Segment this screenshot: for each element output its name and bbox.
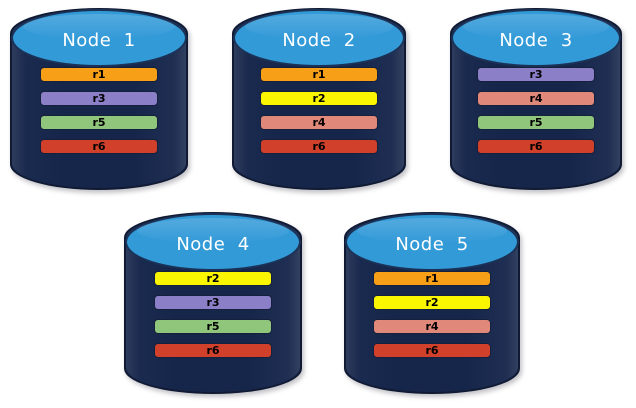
replica-label: r4	[529, 92, 543, 105]
replica-label: r6	[425, 344, 439, 357]
database-node[interactable]: Node 2 r1 r2 r4 r6	[232, 8, 406, 190]
replica-label: r2	[312, 92, 326, 105]
database-node[interactable]: Node 3 r3 r4 r5 r6	[450, 8, 622, 190]
replica-bar[interactable]: r5	[154, 319, 272, 334]
replica-bar[interactable]: r6	[260, 139, 378, 154]
node-label: Node 4	[176, 234, 250, 255]
node-label: Node 3	[499, 30, 573, 51]
replica-bar[interactable]: r6	[477, 139, 595, 154]
replica-label: r5	[529, 116, 543, 129]
replica-bar[interactable]: r6	[40, 139, 158, 154]
replica-bar[interactable]: r6	[373, 343, 491, 358]
replica-label: r3	[206, 296, 220, 309]
replica-label: r3	[92, 92, 106, 105]
replica-list: r1 r3 r5 r6	[10, 67, 188, 154]
node-label: Node 2	[282, 30, 356, 51]
replica-label: r3	[529, 68, 543, 81]
replica-bar[interactable]: r4	[477, 91, 595, 106]
node-label: Node 1	[62, 30, 136, 51]
replica-bar[interactable]: r5	[40, 115, 158, 130]
node-label: Node 5	[395, 234, 469, 255]
replica-bar[interactable]: r4	[373, 319, 491, 334]
replica-label: r5	[206, 320, 220, 333]
database-node[interactable]: Node 4 r2 r3 r5 r6	[124, 212, 302, 394]
replica-label: r6	[529, 140, 543, 153]
replica-bar[interactable]: r2	[373, 295, 491, 310]
replica-label: r2	[206, 272, 220, 285]
replica-bar[interactable]: r4	[260, 115, 378, 130]
replica-list: r1 r2 r4 r6	[344, 271, 520, 358]
database-node[interactable]: Node 5 r1 r2 r4 r6	[344, 212, 520, 394]
replica-bar[interactable]: r2	[154, 271, 272, 286]
replica-label: r1	[92, 68, 106, 81]
database-node[interactable]: Node 1 r1 r3 r5 r6	[10, 8, 188, 190]
replica-label: r1	[312, 68, 326, 81]
replica-bar[interactable]: r3	[40, 91, 158, 106]
replica-label: r6	[206, 344, 220, 357]
replica-bar[interactable]: r1	[373, 271, 491, 286]
replica-label: r2	[425, 296, 439, 309]
replica-bar[interactable]: r1	[40, 67, 158, 82]
replica-list: r1 r2 r4 r6	[232, 67, 406, 154]
replica-label: r4	[425, 320, 439, 333]
replica-label: r6	[92, 140, 106, 153]
replica-bar[interactable]: r3	[477, 67, 595, 82]
replica-list: r3 r4 r5 r6	[450, 67, 622, 154]
replica-bar[interactable]: r6	[154, 343, 272, 358]
replica-label: r4	[312, 116, 326, 129]
replica-bar[interactable]: r3	[154, 295, 272, 310]
replica-label: r5	[92, 116, 106, 129]
replica-label: r1	[425, 272, 439, 285]
replica-bar[interactable]: r1	[260, 67, 378, 82]
replica-bar[interactable]: r5	[477, 115, 595, 130]
replica-bar[interactable]: r2	[260, 91, 378, 106]
replica-list: r2 r3 r5 r6	[124, 271, 302, 358]
replica-label: r6	[312, 140, 326, 153]
